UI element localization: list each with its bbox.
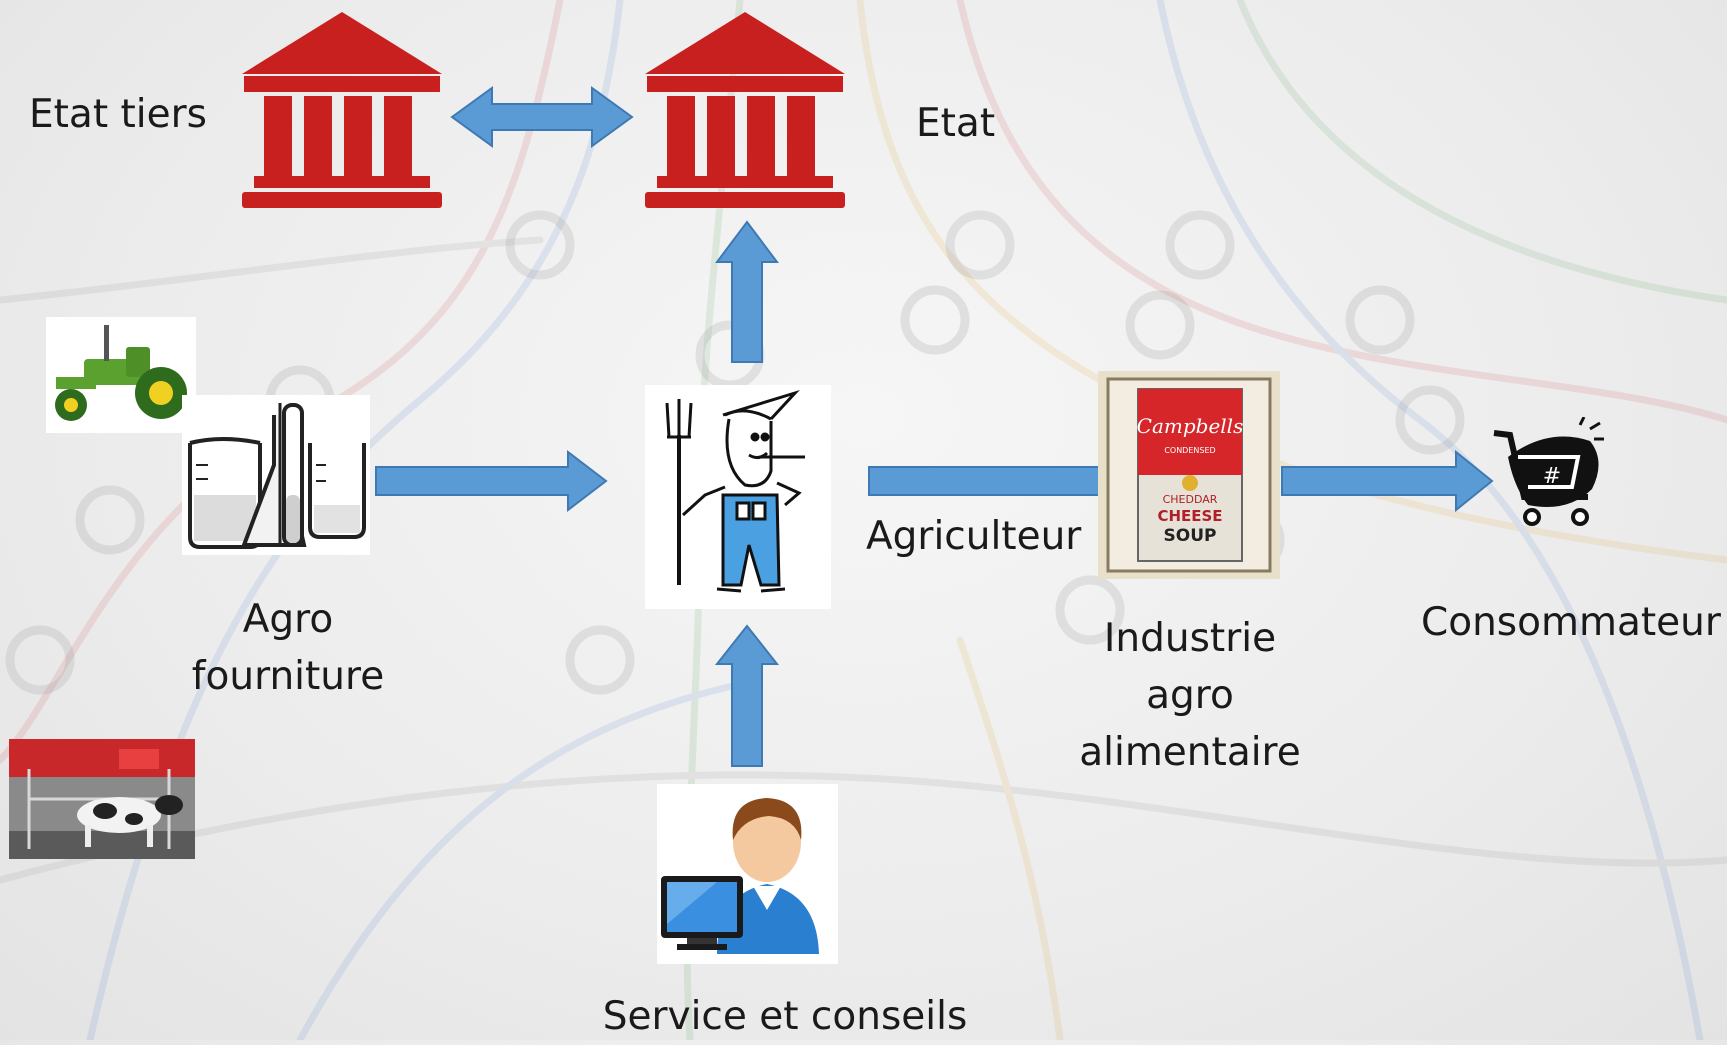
industrie-line-1: Industrie	[1103, 616, 1277, 661]
etat-tiers-building-icon	[242, 12, 442, 208]
svg-text:Campbells: Campbells	[1137, 414, 1244, 438]
arrow-etat-tiers-etat	[450, 86, 634, 148]
consultant-computer-icon	[657, 784, 838, 964]
svg-text:CONDENSED: CONDENSED	[1164, 446, 1215, 455]
industrie-line-2: agro	[1146, 673, 1234, 718]
milking-robot-photo	[9, 739, 195, 859]
arrow-service-to-agriculteur	[714, 624, 780, 767]
agriculteur-label: Agriculteur	[866, 514, 1082, 559]
svg-text:#: #	[1543, 464, 1561, 489]
farmer-icon	[645, 385, 831, 609]
etat-label: Etat	[916, 101, 996, 146]
etat-tiers-label: Etat tiers	[29, 92, 207, 137]
arrow-agriculteur-to-etat	[715, 220, 779, 363]
tractor-icon	[46, 317, 196, 433]
arrow-agrofourniture-to-agriculteur	[375, 449, 608, 513]
agro-fourniture-label: Agro fourniture	[168, 591, 408, 705]
arrow-agriculteur-to-industrie	[868, 466, 1100, 496]
shopping-cart-icon: #	[1488, 417, 1608, 535]
service-label: Service et conseils	[602, 994, 968, 1039]
svg-text:CHEDDAR: CHEDDAR	[1163, 493, 1218, 506]
lab-glassware-icon	[182, 395, 370, 555]
agro-fourniture-line-2: fourniture	[191, 654, 385, 699]
consommateur-label: Consommateur	[1421, 600, 1721, 645]
industrie-label: Industrie agro alimentaire	[1060, 610, 1320, 781]
svg-text:SOUP: SOUP	[1164, 526, 1217, 546]
arrow-industrie-to-consommateur	[1281, 449, 1494, 513]
etat-building-icon	[645, 12, 845, 208]
soup-can-icon: Campbells CONDENSED CHEDDAR CHEESE SOUP	[1098, 371, 1280, 579]
agro-fourniture-line-1: Agro	[242, 597, 334, 642]
industrie-line-3: alimentaire	[1079, 730, 1301, 775]
svg-text:CHEESE: CHEESE	[1157, 507, 1222, 525]
